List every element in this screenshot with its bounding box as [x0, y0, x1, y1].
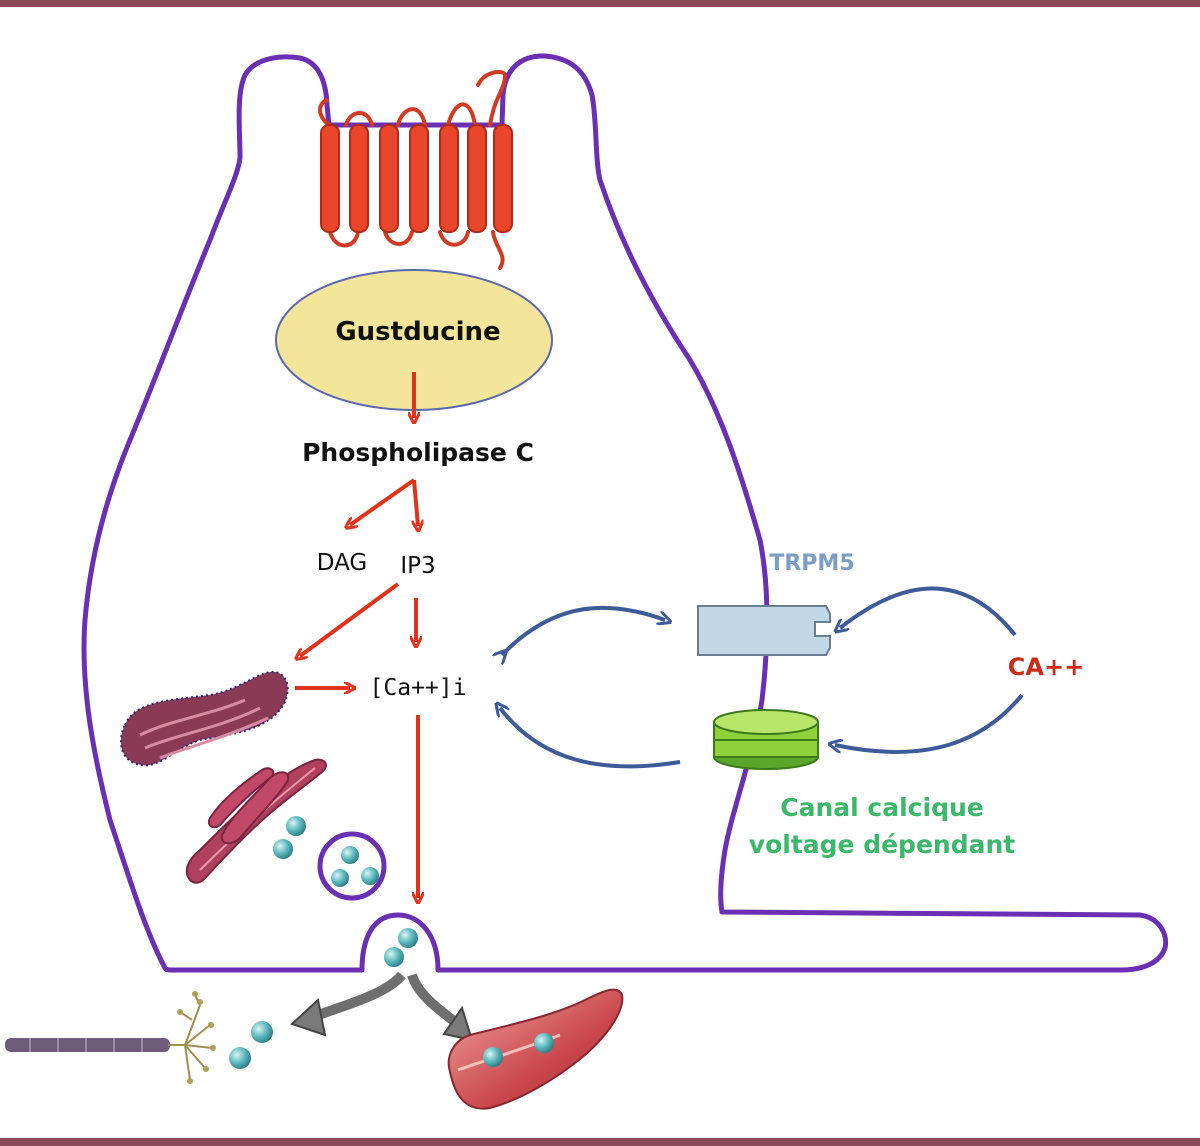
arrow-ca-to-trpm5 — [840, 586, 1017, 637]
canal-label-line2: voltage dépendant — [749, 830, 1015, 859]
vessel-ball — [534, 1033, 554, 1053]
blood-vessel-icon — [447, 988, 624, 1110]
released-ball — [229, 1047, 251, 1069]
phospholipase-label: Phospholipase C — [302, 438, 534, 467]
release-arrows — [290, 971, 474, 1042]
canal-label-line1: Canal calcique — [780, 793, 983, 822]
vessel-ball — [483, 1047, 503, 1067]
ip3-label: IP3 — [400, 553, 435, 579]
trpm5-channel-icon — [697, 605, 831, 656]
released-ball — [251, 1021, 273, 1043]
exocytosis-ball — [398, 928, 418, 948]
endoplasmic-reticulum-icon — [119, 670, 289, 767]
dag-label: DAG — [317, 550, 367, 576]
bottom-border-bar — [0, 1138, 1200, 1146]
arrow-ca-to-voltage-channel — [835, 693, 1024, 754]
neurotransmitter-ball — [286, 816, 306, 836]
cell-membrane — [81, 53, 1169, 973]
mitochondria-icon — [185, 758, 327, 884]
arrow-ip3-er — [300, 582, 400, 656]
arrow-voltage-channel-to-ca-intra — [500, 708, 681, 769]
gpcr-receptor-icon — [318, 70, 513, 270]
top-border-bar — [0, 0, 1200, 7]
neurotransmitter-ball — [273, 839, 293, 859]
calcium-intra-label: [Ca++]i — [370, 675, 467, 701]
ca-extra-label: CA++ — [1008, 653, 1084, 681]
trpm5-label: TRPM5 — [769, 551, 854, 576]
calcium-channel-icon — [713, 709, 819, 770]
vesicle-icon — [317, 831, 387, 901]
arrow-plc-dag — [350, 478, 416, 525]
arrow-plc-ip3 — [414, 479, 418, 526]
arrow-trpm5-ca-intra-bidirectional — [502, 605, 665, 655]
nerve-fiber-icon — [5, 991, 216, 1084]
exocytosis-ball — [384, 947, 404, 967]
gustducine-label: Gustducine — [335, 317, 500, 347]
